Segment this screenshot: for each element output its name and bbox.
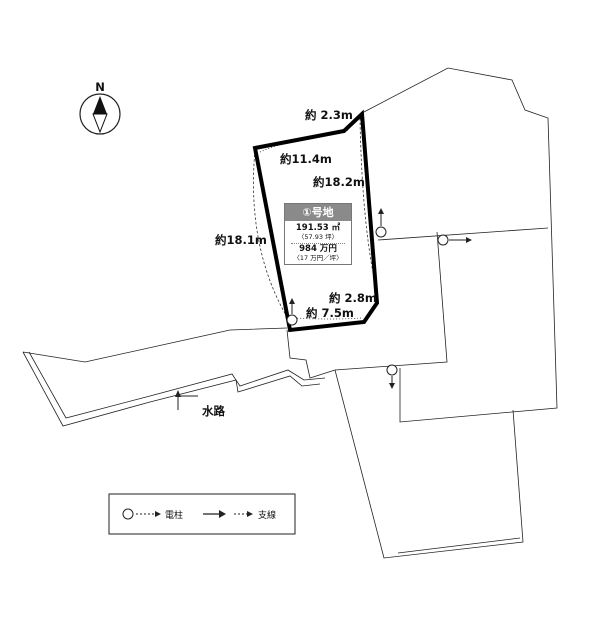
legend-stay-label: 支線: [258, 509, 276, 521]
utility-pole-icon: [386, 364, 398, 376]
lot-area: 191.53 ㎡: [295, 223, 341, 233]
parcel-south: [334, 369, 524, 559]
north-compass-icon: N: [79, 80, 121, 135]
lot-info-box: ①号地 191.53 ㎡ 〈57.93 坪〉 984 万円 〈17 万円／坪〉: [284, 203, 352, 265]
north-label: N: [95, 80, 105, 94]
parcel-divider-2: [334, 231, 448, 371]
dimension-bottom-right: 約 2.8m: [329, 291, 377, 305]
waterway-channel: [22, 351, 321, 427]
dimension-top: 約 2.3m: [305, 108, 353, 122]
lot-price-per-tsubo: 〈17 万円／坪〉: [293, 254, 343, 262]
arrow-head-icon: [155, 511, 161, 517]
arrow-head-icon: [219, 510, 226, 518]
parcel-divider-1: [377, 227, 549, 241]
waterway-pointer: [177, 395, 198, 410]
dimension-bottom: 約 7.5m: [306, 306, 354, 320]
waterway-channel-inner: [28, 351, 326, 419]
legend-pole-icon: [122, 508, 134, 520]
road-west: [286, 329, 336, 379]
dimension-top-left: 約11.4m: [280, 152, 332, 166]
lot-area-tsubo: 〈57.93 坪〉: [297, 233, 339, 241]
lot-separator: [291, 243, 345, 244]
legend-pole-label: 電柱: [165, 509, 183, 521]
parcel-south-inner: [397, 537, 521, 554]
utility-pole-icon: [437, 234, 449, 246]
parcel-northeast: [361, 67, 558, 423]
dimension-right: 約18.2m: [313, 175, 365, 189]
lot-boundary: [252, 109, 380, 333]
arrow-head-icon: [247, 511, 253, 517]
lot-title: ①号地: [285, 204, 351, 221]
dimension-curve-bottom: [293, 317, 363, 320]
arrow-head-icon: [389, 383, 395, 389]
lot-price: 984 万円: [299, 244, 337, 254]
waterway-label: 水路: [202, 404, 225, 418]
arrow-head-icon: [466, 237, 472, 243]
stay-wire-left: [253, 149, 291, 323]
utility-pole-icon: [375, 226, 387, 238]
parcel-west: [22, 327, 288, 363]
arrow-head-icon: [175, 390, 181, 397]
utility-pole-icon: [286, 314, 298, 326]
arrow-head-icon: [289, 298, 295, 304]
arrow-head-icon: [378, 208, 384, 214]
dimension-left: 約18.1m: [215, 233, 267, 247]
